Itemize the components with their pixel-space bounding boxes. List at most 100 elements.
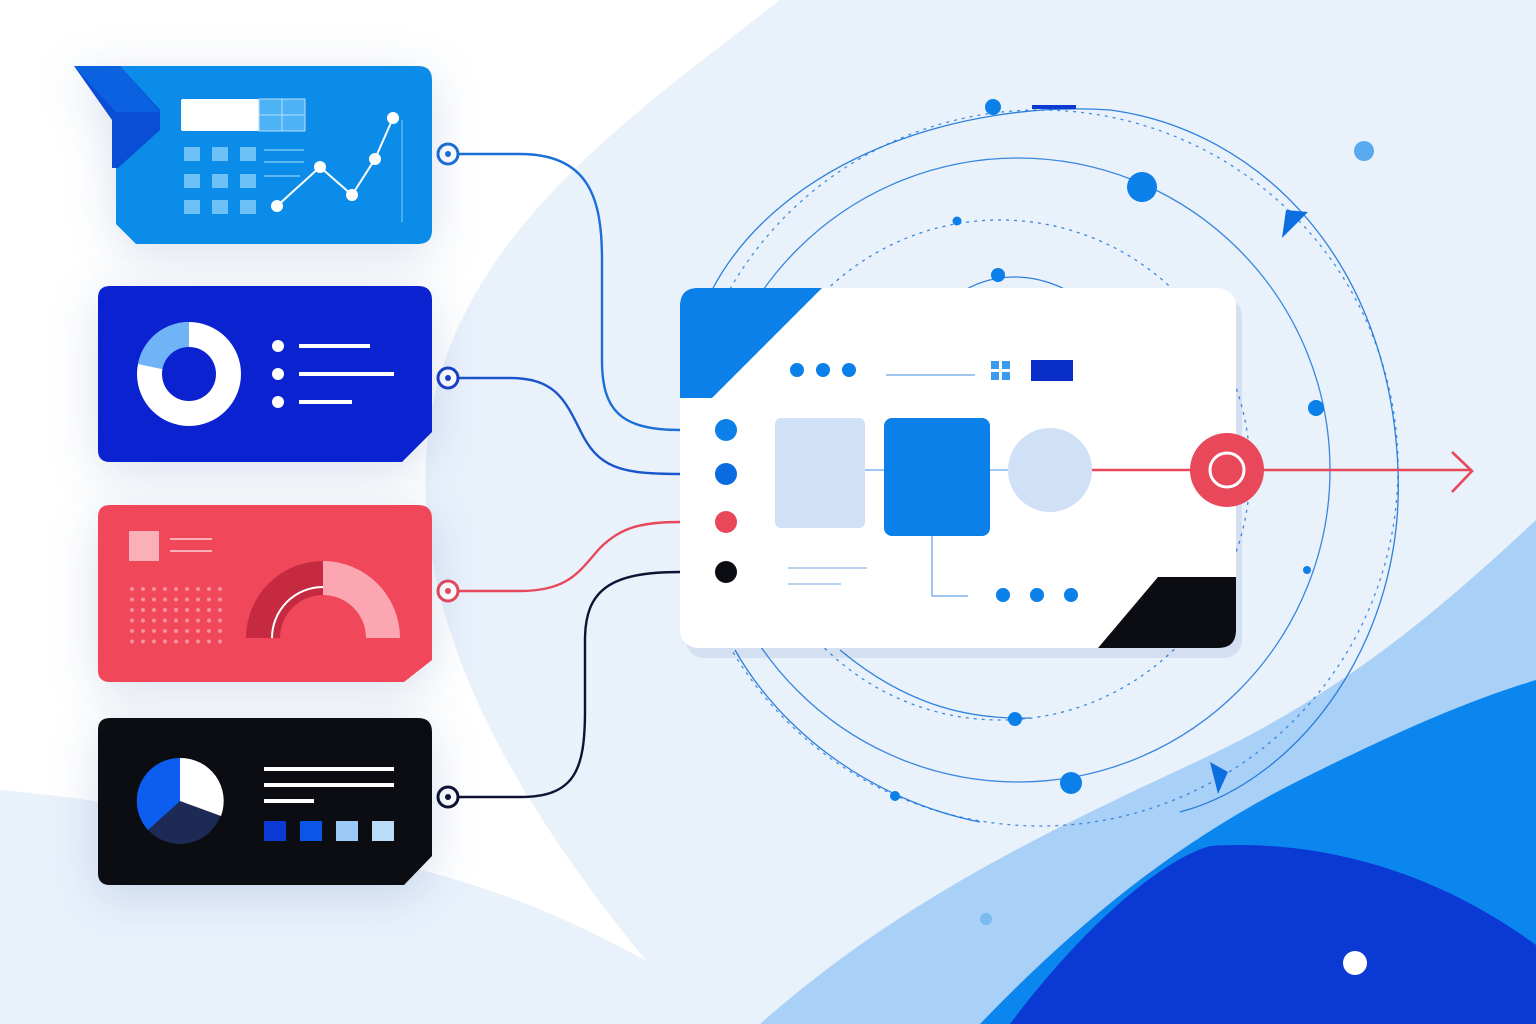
analytics-header-bar — [181, 99, 259, 131]
output-connector — [1092, 433, 1474, 507]
matrix-dot — [185, 608, 189, 612]
hub-port-donut[interactable] — [715, 463, 737, 485]
orbit-node — [1060, 772, 1082, 794]
connector-line-analytics — [448, 152, 726, 432]
matrix-dot — [196, 639, 200, 644]
matrix-dot — [141, 597, 145, 602]
connector-line-gauge — [448, 520, 726, 593]
matrix-dot — [185, 629, 189, 633]
matrix-dot — [174, 597, 178, 602]
floating-dot-white — [1343, 951, 1367, 975]
hub-bottom-dots — [996, 588, 1078, 602]
hub-text-lines — [788, 567, 867, 585]
pie-text-lines — [264, 767, 394, 803]
orbit-node — [1127, 172, 1157, 202]
hub-toolbar-dots — [790, 363, 856, 377]
analytics-card[interactable] — [74, 66, 432, 244]
matrix-dot — [152, 608, 156, 612]
hub-corner-black — [1098, 577, 1236, 648]
workflow-node-circle — [1008, 428, 1092, 512]
matrix-dot — [207, 608, 211, 612]
matrix-dot — [218, 629, 222, 633]
matrix-dot — [174, 618, 178, 623]
matrix-dot — [130, 629, 134, 633]
orbit-arc-inner-bottom — [839, 649, 1031, 719]
matrix-dot — [207, 597, 211, 602]
matrix-dot — [130, 597, 134, 602]
hub-grid-icon[interactable] — [991, 361, 1010, 380]
matrix-dot — [196, 587, 200, 591]
line-chart-icon — [271, 112, 403, 222]
analytics-grid-icon — [184, 147, 256, 214]
donut-summary-card[interactable] — [98, 286, 432, 462]
analytics-text-lines — [264, 149, 304, 177]
gauge-legend-swatch — [129, 531, 159, 561]
gauge-card[interactable] — [98, 505, 432, 682]
orbit-node-bar — [1032, 105, 1076, 109]
matrix-dot — [130, 587, 134, 591]
orbit-node — [1008, 712, 1022, 726]
matrix-dot — [141, 608, 145, 612]
matrix-dot — [163, 608, 167, 612]
matrix-dot — [196, 597, 200, 602]
workflow-icon — [775, 418, 1092, 597]
matrix-dot — [174, 608, 178, 612]
matrix-dot — [185, 597, 189, 602]
orbit-arrowheads — [1210, 210, 1308, 794]
central-hub-panel[interactable] — [680, 288, 1242, 658]
hub-port-gauge[interactable] — [715, 511, 737, 533]
matrix-dot — [141, 618, 145, 623]
matrix-dot — [174, 639, 178, 644]
matrix-dot — [196, 618, 200, 623]
pie-chart-icon — [136, 757, 224, 844]
orbit-node — [1308, 400, 1324, 416]
matrix-dot — [185, 587, 189, 591]
arrow-right-icon — [1451, 451, 1474, 493]
analytics-card-tab-edge — [74, 66, 160, 112]
analytics-card-body — [112, 66, 432, 244]
orbit-arrow-icon — [1282, 210, 1308, 238]
matrix-dot — [207, 639, 211, 644]
connector-line-pie — [448, 570, 726, 799]
matrix-dot — [207, 629, 211, 633]
matrix-dot — [141, 629, 145, 633]
deep-blue-wave-shape — [1010, 845, 1536, 1024]
hub-toolbar-button[interactable] — [1031, 360, 1073, 381]
matrix-dot — [141, 639, 145, 644]
matrix-dot — [174, 629, 178, 633]
gauge-icon — [246, 561, 400, 639]
matrix-dot — [152, 587, 156, 591]
matrix-dot — [163, 618, 167, 623]
orbit-node — [890, 791, 900, 801]
hub-corner-blue — [680, 288, 822, 398]
matrix-dot — [163, 597, 167, 602]
matrix-dot — [207, 587, 211, 591]
donut-chart-icon — [137, 322, 241, 426]
matrix-dot — [218, 608, 222, 612]
matrix-dot — [218, 639, 222, 644]
matrix-dot — [152, 618, 156, 623]
card-ports — [436, 142, 460, 809]
output-target-node[interactable] — [1190, 433, 1264, 507]
matrix-dot — [163, 639, 167, 644]
matrix-dot — [196, 608, 200, 612]
matrix-dot — [152, 597, 156, 602]
matrix-dot — [174, 587, 178, 591]
workflow-tile-blue — [884, 418, 990, 536]
orbit-node — [991, 268, 1005, 282]
gauge-dot-matrix — [130, 587, 222, 644]
matrix-dot — [218, 618, 222, 623]
matrix-dot — [218, 587, 222, 591]
connector-lines — [448, 152, 726, 799]
matrix-dot — [207, 618, 211, 623]
hub-port-analytics[interactable] — [715, 419, 737, 441]
workflow-tile-light — [775, 418, 865, 528]
hub-port-pie[interactable] — [715, 561, 737, 583]
orbit-node — [985, 99, 1001, 115]
matrix-dot — [152, 639, 156, 644]
matrix-dot — [130, 608, 134, 612]
matrix-dot — [141, 587, 145, 591]
orbit-arrow-icon — [1210, 762, 1228, 794]
pie-report-card[interactable] — [98, 718, 432, 885]
